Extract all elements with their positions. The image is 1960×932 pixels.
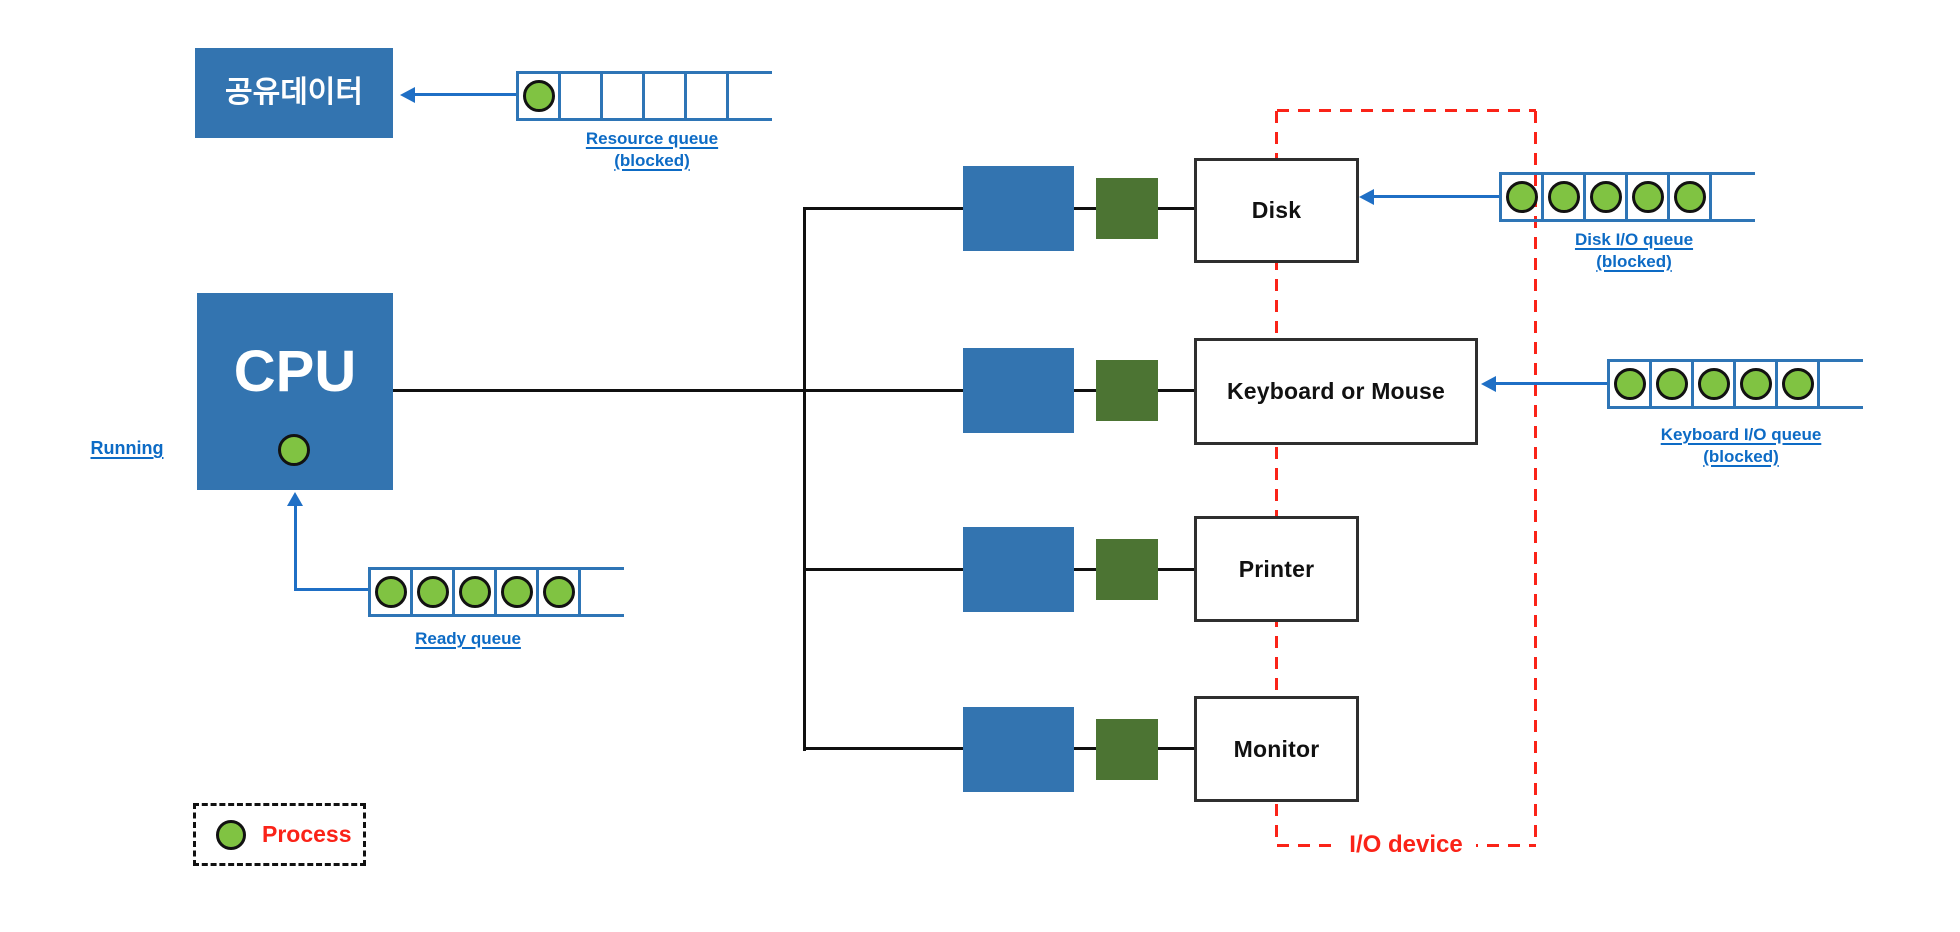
buffer-green-square-printer [1096, 539, 1158, 600]
queue-cell [642, 71, 687, 121]
process-legend-box: Process [193, 803, 366, 866]
legend-process-label: Process [262, 821, 352, 847]
process-circle [1547, 181, 1580, 213]
queue-cell [1625, 172, 1670, 222]
io-region-top-line [1277, 109, 1536, 112]
device-box-monitor: Monitor [1194, 696, 1359, 802]
resource-queue [516, 71, 772, 121]
disk-io-arrow-head [1359, 189, 1374, 205]
process-circle [374, 576, 407, 608]
controller-blue-square-printer [963, 527, 1074, 612]
shared-data-label: 공유데이터 [225, 76, 363, 109]
device-label-disk: Disk [1251, 197, 1302, 223]
ready-queue-label: Ready queue [352, 628, 584, 650]
controller-blue-square-keyboard [963, 348, 1074, 433]
ready-arrow-hline [294, 588, 368, 591]
shared-data-box: 공유데이터 [195, 48, 393, 138]
ready-queue-title: Ready queue [415, 629, 521, 648]
process-circle [1739, 368, 1772, 400]
queue-open-tail [578, 567, 624, 617]
controller-blue-square-monitor [963, 707, 1074, 792]
queue-cell [1583, 172, 1628, 222]
process-circle [522, 80, 555, 112]
keyboard-io-arrow-line [1495, 382, 1607, 385]
disk-io-queue [1499, 172, 1755, 222]
buffer-green-square-monitor [1096, 719, 1158, 780]
queue-open-tail [726, 71, 772, 121]
keyboard-io-queue-label: Keyboard I/O queue (blocked) [1601, 424, 1881, 468]
queue-cell [600, 71, 645, 121]
process-circle [500, 576, 533, 608]
process-circle [1781, 368, 1814, 400]
process-circle [1613, 368, 1646, 400]
disk-io-arrow-line [1373, 195, 1499, 198]
queue-cell [1667, 172, 1712, 222]
keyboard-io-queue-subtitle: (blocked) [1703, 447, 1779, 466]
queue-cell [516, 71, 561, 121]
device-label-keyboard-or-mouse: Keyboard or Mouse [1226, 378, 1446, 404]
queue-cell [452, 567, 497, 617]
queue-cell [558, 71, 603, 121]
io-region-left-line [1275, 111, 1278, 846]
queue-cell [1775, 359, 1820, 409]
resource-queue-subtitle: (blocked) [614, 151, 690, 170]
queue-cell [1541, 172, 1586, 222]
cpu-bus-line [393, 389, 806, 392]
queue-cell [368, 567, 413, 617]
queue-cell [536, 567, 581, 617]
device-box-printer: Printer [1194, 516, 1359, 622]
keyboard-io-arrow-head [1481, 376, 1496, 392]
ready-queue [368, 567, 624, 617]
io-region-label: I/O device [1336, 829, 1476, 861]
buffer-green-square-disk [1096, 178, 1158, 239]
device-label-printer: Printer [1238, 555, 1315, 582]
process-circle [416, 576, 449, 608]
queue-cell [1733, 359, 1778, 409]
resource-queue-label: Resource queue (blocked) [532, 128, 772, 172]
legend-process-circle [216, 819, 246, 850]
queue-cell [494, 567, 539, 617]
running-label: Running [90, 438, 164, 458]
process-circle [542, 576, 575, 608]
keyboard-io-queue-title: Keyboard I/O queue [1660, 425, 1822, 444]
resource-arrow-line [413, 93, 516, 96]
process-circle [1631, 181, 1664, 213]
ready-arrow-vline [294, 504, 297, 591]
process-circle [1505, 181, 1538, 213]
ready-arrow-head [287, 492, 303, 506]
process-circle [1589, 181, 1622, 213]
queue-cell [410, 567, 455, 617]
process-circle [458, 576, 491, 608]
cpu-label: CPU [233, 339, 357, 404]
buffer-green-square-keyboard [1096, 360, 1158, 421]
device-box-keyboard-or-mouse: Keyboard or Mouse [1194, 338, 1478, 445]
io-region-right-line [1534, 111, 1537, 846]
running-process-circle [278, 434, 310, 466]
queue-cell [684, 71, 729, 121]
queue-cell [1691, 359, 1736, 409]
device-box-disk: Disk [1194, 158, 1359, 263]
disk-io-queue-title: Disk I/O queue [1574, 230, 1694, 249]
device-label-monitor: Monitor [1233, 735, 1320, 762]
keyboard-io-queue [1607, 359, 1863, 409]
queue-cell [1649, 359, 1694, 409]
controller-blue-square-disk [963, 166, 1074, 251]
disk-io-queue-subtitle: (blocked) [1596, 252, 1672, 271]
process-circle [1655, 368, 1688, 400]
process-circle [1673, 181, 1706, 213]
process-circle [1697, 368, 1730, 400]
queue-open-tail [1817, 359, 1863, 409]
queue-cell [1607, 359, 1652, 409]
bus-vertical-line [803, 207, 806, 751]
queue-cell [1499, 172, 1544, 222]
resource-arrow-head [400, 87, 415, 103]
resource-queue-title: Resource queue [585, 129, 719, 148]
queue-open-tail [1709, 172, 1755, 222]
disk-io-queue-label: Disk I/O queue (blocked) [1514, 229, 1754, 273]
